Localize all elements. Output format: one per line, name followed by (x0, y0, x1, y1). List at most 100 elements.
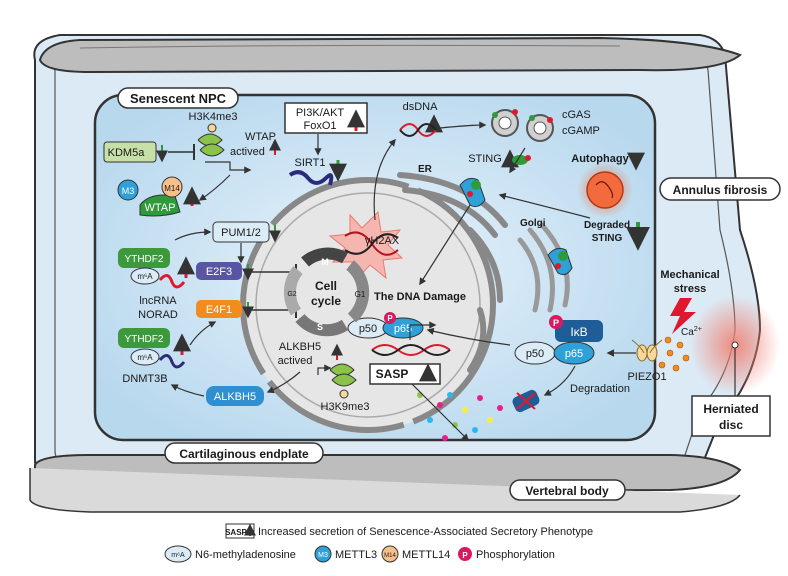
legend-m6a-tag: m⁶A (171, 552, 185, 559)
cell-cycle-label-2: cycle (311, 294, 341, 308)
dsdna-label: dsDNA (403, 101, 439, 113)
phase-g1-label: G1 (355, 290, 366, 299)
cgas-label: cGAS (562, 109, 591, 121)
ythdf2-bottom-label: YTHDF2 (125, 334, 164, 345)
dnmt3b-label: DNMT3B (122, 373, 167, 385)
golgi-label: Golgi (520, 218, 546, 229)
m14-badge: M14 (164, 184, 180, 193)
dsdna-icon (399, 123, 437, 137)
phospho-badge: P (553, 318, 559, 328)
sirt1-protein-icon (288, 170, 334, 186)
phase-m-label: M (321, 257, 329, 267)
calcium-ions (658, 336, 690, 372)
e4f1-box (196, 300, 242, 318)
degraded-sting-label-1: Degraded (584, 220, 630, 231)
ythdf2-top (118, 248, 170, 268)
mechanical-stress-label-2: stress (674, 283, 706, 295)
foxo1-label: FoxO1 (303, 120, 336, 132)
senescent-npc-label: Senescent NPC (130, 91, 227, 106)
pum12-label: PUM1/2 (221, 227, 261, 239)
sasp-label: SASP (376, 367, 409, 381)
ikb-protein (555, 320, 603, 342)
ythdf2-bottom (118, 328, 170, 348)
dna-damage-burst-icon (328, 210, 404, 282)
p50-nuclear-label: p50 (359, 323, 377, 335)
lncrna-label-2: NORAD (138, 309, 178, 321)
p65-cyto (553, 341, 595, 365)
histone-h3k4-icon (197, 123, 225, 157)
e2f3-label: E2F3 (206, 266, 232, 278)
herniated-disc-label-1: Herniated (703, 402, 758, 416)
phase-g2-label: G2 (287, 291, 296, 298)
alkbh5-box (206, 386, 264, 406)
cgas-cgamp-icon (491, 109, 554, 142)
sasp-particles (417, 392, 503, 441)
autophagy-label: Autophagy (571, 153, 629, 165)
mechanical-stress-label-1: Mechanical (660, 269, 719, 281)
m3-badge: M3 (122, 186, 135, 196)
legend-m3-tag: M3 (318, 552, 328, 559)
pi3k-akt-label: PI3K/AKT (296, 107, 345, 119)
cgamp-label: cGAMP (562, 125, 600, 137)
lncrna-label-1: lncRNA (139, 295, 177, 307)
ikb-label: IκB (570, 325, 587, 339)
legend-sasp-text: Increased secretion of Senescence-Associ… (258, 526, 593, 538)
wtap-actived-label-2: actived (230, 146, 265, 158)
lightning-icon (670, 298, 696, 334)
legend-p-tag: P (462, 551, 468, 560)
phospho-badge-nuclear: P (387, 314, 393, 323)
alkbh5-actived-label-2: actived (278, 355, 313, 367)
degradation-label: Degradation (570, 383, 630, 395)
p65-nuclear-label: p65 (394, 323, 412, 335)
legend-m3-text: METTL3 (335, 549, 377, 561)
dnmt3b-mrna-icon (158, 354, 186, 369)
wtap-complex-icon (117, 176, 183, 217)
sting-label: STING (468, 153, 502, 165)
kdm5a-label: KDM5a (108, 147, 146, 159)
legend-m6a-text: N6-methyladenosine (195, 549, 296, 561)
alkbh5-actived-label-1: ALKBH5 (279, 341, 321, 353)
legend-m14-tag: M14 (384, 553, 396, 559)
er-label: ER (418, 164, 433, 175)
legend-m14-text: METTL14 (402, 549, 450, 561)
histone-h3k9-icon (329, 363, 357, 399)
er-shape (397, 172, 508, 373)
cell-cycle-label-1: Cell (315, 279, 337, 293)
alkbh5-label: ALKBH5 (214, 391, 256, 403)
dna-helix-icon (371, 344, 451, 356)
sting-protein-icon (459, 177, 486, 208)
herniated-disc-label-2: disc (719, 418, 743, 432)
piezo1-channel-icon (631, 339, 663, 362)
cartilaginous-endplate-label: Cartilaginous endplate (179, 447, 309, 461)
h3k4me3-label: H3K4me3 (189, 111, 238, 123)
sirt1-label: SIRT1 (295, 157, 326, 169)
calcium-label: Ca2+ (681, 326, 702, 338)
nucleus (240, 177, 496, 433)
m6a-label-bottom: m⁶A (137, 353, 153, 362)
phase-s-label: S (317, 322, 323, 332)
p65-cyto-label: p65 (565, 348, 583, 360)
ythdf2-top-label: YTHDF2 (125, 254, 164, 265)
vertebral-body-label: Vertebral body (525, 484, 609, 498)
cell-cycle-icon (283, 247, 370, 337)
m6a-badge-bottom (130, 348, 160, 366)
degraded-sting-label-2: STING (592, 233, 623, 244)
golgi-sting-icon (547, 247, 573, 276)
h3k9me3-label: H3K9me3 (321, 401, 370, 413)
piezo1-label: PIEZO1 (627, 371, 666, 383)
annulus-fibrosis-label: Annulus fibrosis (673, 183, 768, 197)
wtap-label: WTAP (145, 202, 176, 214)
m6a-badge-top (130, 267, 160, 285)
lncrna-icon (158, 274, 186, 289)
dna-damage-label: The DNA Damage (374, 291, 466, 303)
m6a-label-top: m⁶A (137, 272, 153, 281)
legend-sasp-tag: SASP (225, 528, 247, 537)
e2f3-box (196, 262, 242, 280)
degraded-ikb-icon (512, 389, 540, 413)
top-endplate (38, 36, 742, 74)
wtap-actived-label-1: WTAP (245, 131, 276, 143)
legend-p-text: Phosphorylation (476, 549, 555, 561)
p50-cyto-label: p50 (526, 348, 544, 360)
e4f1-label: E4F1 (206, 304, 232, 316)
